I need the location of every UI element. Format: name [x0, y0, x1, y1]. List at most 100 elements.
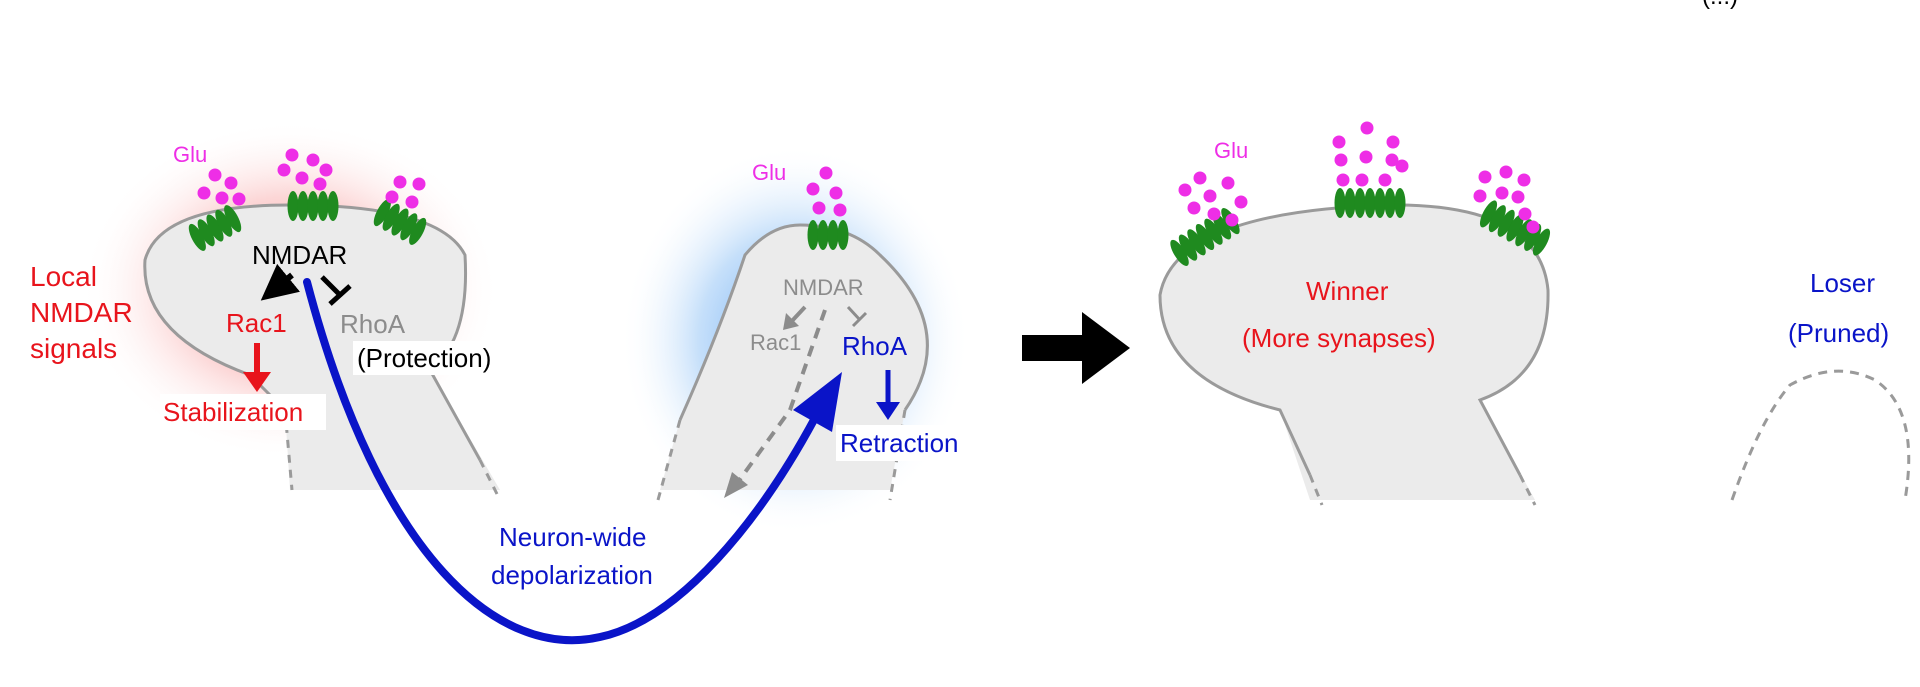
left-rhoa-label: RhoA: [340, 309, 406, 339]
receptor: [1394, 188, 1406, 218]
glutamate-dot: [1495, 186, 1509, 200]
gray-dashed-arrowhead: [724, 472, 748, 498]
glutamate-dot: [405, 195, 419, 209]
receptor: [837, 220, 849, 250]
rhoa-gray-inhibition: [846, 305, 862, 322]
receptor: [1204, 218, 1223, 245]
receptor: [382, 203, 400, 231]
glutamate-dot: [1378, 173, 1392, 187]
glutamate-dots: [197, 121, 1540, 234]
local-signals-line2: NMDAR: [30, 297, 133, 328]
transition-arrow: [1022, 312, 1130, 384]
glutamate-dot: [1385, 153, 1399, 167]
receptor: [206, 214, 224, 242]
glutamate-dot: [1518, 207, 1532, 221]
glutamate-dot: [1203, 189, 1217, 203]
rac1-activation-arrow: [260, 263, 300, 301]
glutamate-dot: [1207, 207, 1221, 221]
retraction-label: Retraction: [840, 428, 959, 458]
depolarization-arrowhead: [793, 372, 842, 432]
glutamate-dot: [1355, 173, 1369, 187]
left-nmdar-label: NMDAR: [252, 240, 347, 270]
glutamate-dot: [812, 201, 826, 215]
receptor: [373, 199, 391, 227]
receptor: [1479, 200, 1498, 228]
glutamate-dot: [295, 171, 309, 185]
receptor-cluster: [1334, 188, 1406, 218]
winner-spine-dashed-end: [1308, 474, 1537, 506]
depolarization-line2: depolarization: [491, 560, 653, 590]
receptor: [215, 209, 233, 237]
middle-spine-outline: [678, 223, 929, 421]
glutamate-dot: [1517, 173, 1531, 187]
left-rac1-label: Rac1: [226, 308, 287, 338]
rhoa-inhibition-bar: [328, 284, 352, 306]
winner-subtitle: (More synapses): [1242, 323, 1436, 353]
glutamate-dot: [1386, 135, 1400, 149]
receptor: [807, 220, 819, 250]
receptor-cluster: [287, 191, 339, 221]
middle-glu-label: Glu: [752, 160, 786, 185]
glutamate-dot: [1225, 213, 1239, 227]
receptor: [409, 217, 427, 245]
glutamate-dot: [1526, 220, 1540, 234]
receptor: [1532, 228, 1551, 256]
glutamate-dot: [197, 186, 211, 200]
receptor: [1354, 188, 1366, 218]
glutamate-dot: [1187, 201, 1201, 215]
receptor: [297, 191, 309, 221]
glutamate-dot: [1359, 150, 1373, 164]
glutamate-dot: [806, 182, 820, 196]
glutamate-dot: [829, 186, 843, 200]
glutamate-dot: [1193, 171, 1207, 185]
glutamate-dot: [232, 192, 246, 206]
receptor: [224, 205, 242, 233]
receptor: [1364, 188, 1376, 218]
stabilization-arrowhead: [243, 372, 271, 392]
glutamate-dot: [833, 203, 847, 217]
receptor: [307, 191, 319, 221]
glutamate-dot: [208, 168, 222, 182]
retraction-arrowhead: [876, 402, 900, 420]
receptor: [1374, 188, 1386, 218]
protection-label: (Protection): [357, 343, 491, 373]
depolarization-curve: [303, 278, 819, 645]
loser-subtitle: (Pruned): [1788, 318, 1889, 348]
nmda-receptor-clusters: [188, 188, 1551, 266]
glutamate-dot: [1336, 173, 1350, 187]
receptor: [197, 219, 215, 247]
rhoa-gray-inhibition-bar: [851, 311, 868, 328]
glutamate-dot: [1178, 183, 1192, 197]
middle-rac1-label: Rac1: [750, 330, 801, 355]
glutamate-dot: [1360, 121, 1374, 135]
glutamate-dot: [1234, 195, 1248, 209]
middle-spine-fill: [660, 225, 928, 490]
retraction-box: [836, 425, 982, 461]
winner-spine-fill: [1160, 205, 1549, 500]
receptor: [317, 191, 329, 221]
left-spine-dashed-end: [283, 409, 502, 501]
glutamate-dot: [277, 163, 291, 177]
glutamate-dot: [1499, 165, 1513, 179]
stabilization-box: [160, 394, 326, 430]
glutamate-dot: [306, 153, 320, 167]
receptor: [287, 191, 299, 221]
receptor: [1497, 209, 1515, 237]
receptor: [827, 220, 839, 250]
left-spine: [80, 120, 502, 501]
receptor: [1178, 234, 1198, 261]
winner-title: Winner: [1306, 276, 1389, 306]
receptor: [188, 223, 206, 251]
glutamate-dot: [412, 177, 426, 191]
gray-dashed-arrow: [736, 309, 827, 484]
glutamate-dot: [1334, 153, 1348, 167]
glutamate-dot: [285, 148, 299, 162]
receptor: [1195, 223, 1215, 251]
glutamate-dot: [1478, 170, 1492, 184]
glutamate-dot: [215, 191, 229, 205]
rac1-gray-arrowhead: [783, 313, 799, 330]
receptor: [1187, 229, 1206, 256]
glutamate-dot: [819, 166, 833, 180]
